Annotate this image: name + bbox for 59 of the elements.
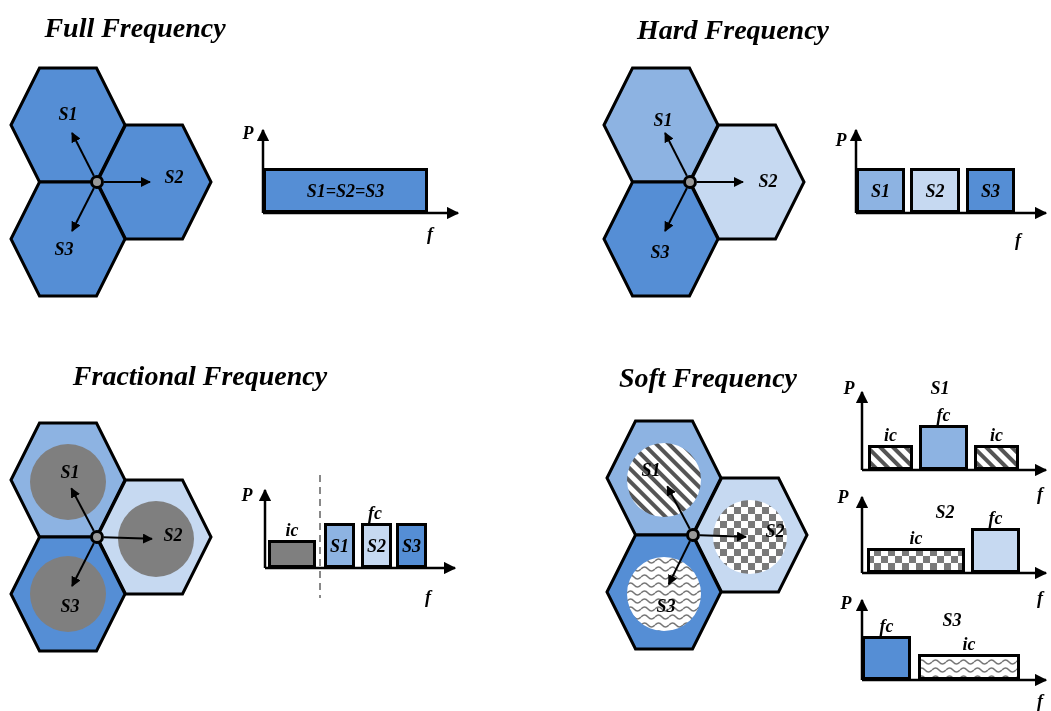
- axis-label: P: [843, 379, 855, 397]
- panel-title: Fractional Frequency: [72, 362, 328, 390]
- band-label: ic: [990, 426, 1003, 444]
- axis-label: f: [425, 588, 431, 606]
- arrow: [664, 132, 688, 177]
- arrow: [667, 540, 691, 586]
- chart-title: S2: [935, 503, 955, 521]
- sector-label: S2: [758, 172, 778, 190]
- band-label: S1: [330, 536, 349, 555]
- axis-label: P: [241, 486, 253, 504]
- band-label: fc: [368, 504, 382, 522]
- band-label: S3: [981, 181, 1000, 200]
- sector-label: S2: [164, 168, 184, 186]
- band-label: S3: [402, 536, 421, 555]
- sector-label: S3: [54, 240, 74, 258]
- axis-label: f: [1037, 485, 1043, 503]
- band-label: S2: [925, 181, 945, 200]
- band-label: ic: [962, 635, 976, 653]
- arrow: [103, 533, 153, 544]
- sector-label: S1: [653, 111, 673, 129]
- band-label: ic: [285, 521, 299, 539]
- axis-label: P: [835, 131, 847, 149]
- arrow: [71, 187, 95, 232]
- chart-title: S1: [930, 379, 950, 397]
- sector-label: S1: [641, 461, 661, 479]
- panel-title: Hard Frequency: [636, 16, 830, 44]
- chart-title: S3: [942, 611, 962, 629]
- sector-label: S3: [656, 597, 676, 615]
- band-label: ic: [884, 426, 897, 444]
- band-label: fc: [988, 509, 1003, 527]
- band-label: fc: [879, 617, 894, 635]
- arrow: [666, 485, 691, 530]
- arrow: [103, 177, 151, 187]
- axis-label: P: [840, 594, 852, 612]
- arrow: [699, 531, 747, 542]
- sector-label: S3: [60, 597, 80, 615]
- arrow: [664, 187, 688, 232]
- arrow: [71, 542, 95, 587]
- sector-label: S2: [163, 526, 183, 544]
- axis-label: f: [1037, 589, 1043, 607]
- band-label: S1=S2=S3: [306, 181, 385, 200]
- axis-label: P: [837, 488, 849, 506]
- arrow: [70, 487, 95, 532]
- panel-title: Full Frequency: [44, 14, 226, 42]
- band-label: S1: [871, 181, 890, 200]
- axis-label: P: [242, 124, 254, 142]
- axis-label: f: [1015, 231, 1021, 249]
- sector-label: S2: [765, 522, 785, 540]
- arrow: [71, 132, 95, 177]
- sector-label: S1: [60, 463, 80, 481]
- band-label: ic: [909, 529, 923, 547]
- panel-title: Soft Frequency: [618, 364, 798, 392]
- arrow: [696, 177, 744, 187]
- sector-label: S1: [58, 105, 78, 123]
- band-label: S2: [367, 536, 386, 555]
- axis-label: f: [1037, 692, 1043, 710]
- sector-label: S3: [650, 243, 670, 261]
- axis-label: f: [427, 225, 433, 243]
- band-label: fc: [936, 406, 951, 424]
